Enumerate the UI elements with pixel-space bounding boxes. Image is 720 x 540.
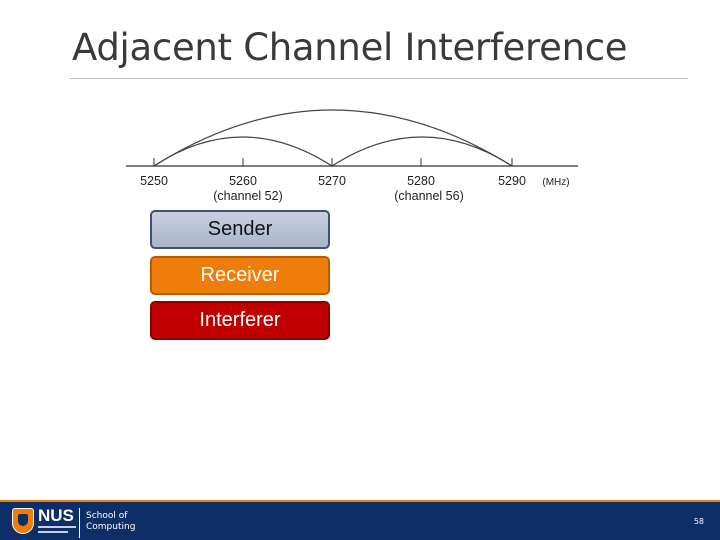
channel-label-52: (channel 52) <box>213 189 283 203</box>
wide-channel-arc <box>153 109 513 167</box>
title-divider <box>70 78 688 79</box>
receiver-band: Receiver <box>150 256 330 295</box>
tick-label-5250: 5250 <box>140 174 168 188</box>
nus-logo-text: NUS <box>38 506 74 525</box>
tick-label-5270: 5270 <box>318 174 346 188</box>
slide-title: Adjacent Channel Interference <box>72 26 628 69</box>
sender-band: Sender <box>150 210 330 249</box>
page-number: 58 <box>693 517 704 526</box>
tick-label-5290: 5290 <box>498 174 526 188</box>
channel-56-arc <box>331 136 513 167</box>
spectrum-diagram: 5250 5260 (channel 52) 5270 5280 (channe… <box>126 109 578 203</box>
nus-logo: NUS <box>8 505 80 539</box>
crest-icon <box>12 508 34 534</box>
unit-label: (MHz) <box>542 177 569 188</box>
logo-divider <box>79 508 80 538</box>
school-name: School of Computing <box>86 511 136 532</box>
tick-label-5260: 5260 <box>229 174 257 188</box>
interferer-band: Interferer <box>150 301 330 340</box>
channel-label-56: (channel 56) <box>394 189 464 203</box>
footer-bar: NUS School of Computing 58 <box>0 500 720 540</box>
tick-label-5280: 5280 <box>407 174 435 188</box>
